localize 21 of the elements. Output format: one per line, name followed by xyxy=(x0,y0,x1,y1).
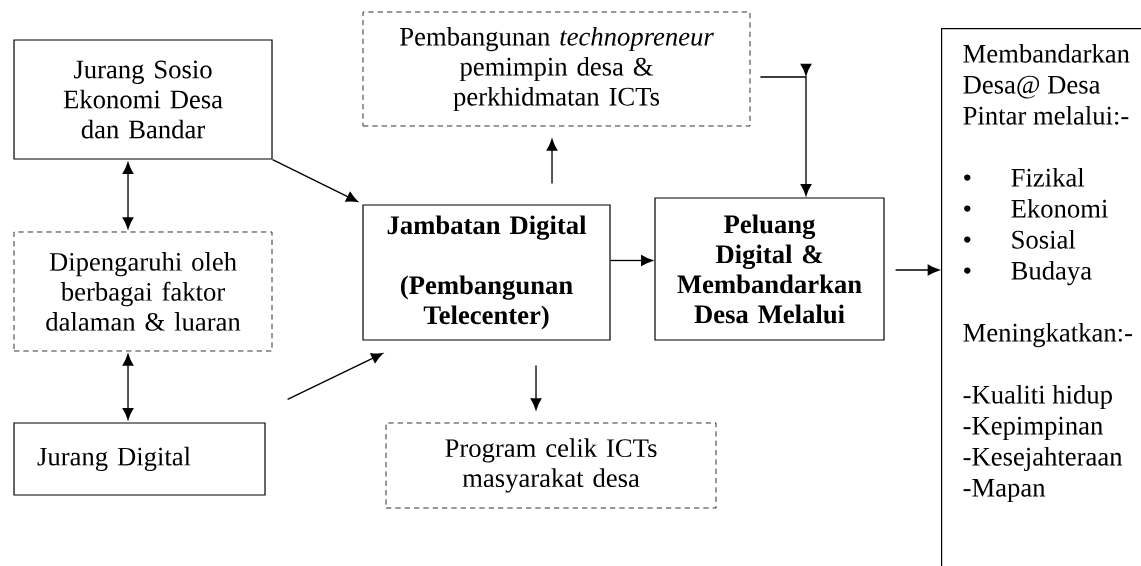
arrow xyxy=(271,158,358,203)
bullet: • xyxy=(964,205,971,212)
bullet: • xyxy=(964,267,971,274)
bullet: • xyxy=(964,236,971,243)
arrow xyxy=(894,264,940,276)
text-panel: Membandarkan Desa@ Desa Pintar melalui:- • Fizikal • Ekonomi • Sosial • Budaya Meningkatkan:- -Kualiti hidup -Kepimpinan -Kesejahteraan -Mapan xyxy=(941,28,1141,566)
process-box: Peluang Digital & Membandarkan Desa Melalui xyxy=(654,197,885,341)
arrow xyxy=(759,63,812,196)
arrow xyxy=(609,255,653,266)
process-box: Jambatan Digital (Pembangunan Telecenter) xyxy=(362,204,611,341)
arrow xyxy=(122,354,134,420)
arrow xyxy=(546,139,558,185)
arrow xyxy=(530,364,542,410)
bullet: • xyxy=(964,174,971,181)
process-box: Jurang Sosio Ekonomi Desa dan Bandar xyxy=(13,39,273,160)
dashed-box: Pembangunan technopreneur pemimpin desa & perkhidmatan ICTs xyxy=(362,11,751,127)
dashed-box: Dipengaruhi oleh berbagai faktor dalaman & luaran xyxy=(13,231,273,352)
arrow xyxy=(122,162,134,229)
arrow xyxy=(286,352,383,401)
dashed-box: Program celik ICTs masyarakat desa xyxy=(385,422,717,509)
process-box: Jurang Digital xyxy=(13,422,266,496)
